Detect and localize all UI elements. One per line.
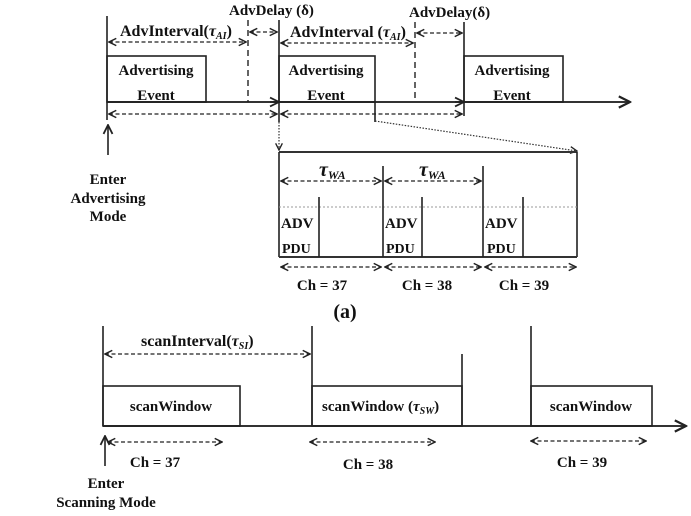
adv-channel-38: Ch = 38 (402, 278, 452, 294)
scan-window-box-3 (530, 385, 653, 427)
pdu-3-line2: PDU (487, 242, 516, 257)
adv-channel-37: Ch = 37 (297, 278, 348, 294)
scan-channel-37: Ch = 37 (130, 455, 181, 471)
advertising-event-detail: τWA τWA ADV PDU ADV PDU ADV PDU Ch = 37 … (278, 151, 578, 323)
scan-window-label-3: scanWindow (550, 399, 632, 415)
scan-interval-label: scanInterval(τSI) (141, 333, 254, 352)
pdu-1-line2: PDU (282, 242, 311, 257)
enter-advertising-line2: Advertising (71, 191, 147, 207)
pdu-3-line1: ADV (485, 216, 518, 232)
adv-interval-label-2: AdvInterval (τAI) (290, 24, 406, 43)
adv-channel-39: Ch = 39 (499, 278, 549, 294)
adv-delay-label-1: AdvDelay (δ) (229, 3, 314, 19)
event-3-line2: Event (493, 88, 531, 104)
scan-window-label-1: scanWindow (130, 399, 212, 415)
scan-window-box-2 (311, 385, 463, 427)
advertising-event-box-3 (463, 55, 564, 103)
advertising-event-box-1 (106, 55, 207, 103)
event-1-line1: Advertising (119, 63, 195, 79)
pdu-2-line2: PDU (386, 242, 415, 257)
adv-delay-label-2: AdvDelay(δ) (409, 5, 490, 21)
scan-channel-38: Ch = 38 (343, 457, 393, 473)
scan-window-label-2: scanWindow (τSW) (322, 399, 439, 417)
event-3-line1: Advertising (475, 63, 551, 79)
pdu-2-line1: ADV (385, 216, 418, 232)
event-2-line2: Event (307, 88, 345, 104)
tau-wa-label-1: τWA (319, 159, 346, 182)
enter-scanning-line1: Enter (88, 476, 125, 492)
advertising-event-box-2 (278, 55, 376, 103)
event-2-line1: Advertising (289, 63, 365, 79)
pdu-1-line1: ADV (281, 216, 314, 232)
zoom-connector-right (374, 120, 577, 151)
figure-caption-a: (a) (333, 301, 356, 323)
enter-scanning-line2: Scanning Mode (56, 495, 156, 511)
enter-advertising-line1: Enter (90, 172, 127, 188)
scan-channel-39: Ch = 39 (557, 455, 607, 471)
event-1-line2: Event (137, 88, 175, 104)
scanning-timeline: scanWindow scanWindow (τSW) scanWindow s… (56, 326, 686, 511)
tau-wa-label-2: τWA (419, 159, 446, 182)
scan-window-box-1 (102, 385, 241, 427)
advertising-timeline: Advertising Event Advertising Event Adve… (71, 3, 631, 225)
adv-interval-label-1: AdvInterval(τAI) (120, 23, 232, 42)
enter-advertising-line3: Mode (90, 209, 127, 225)
